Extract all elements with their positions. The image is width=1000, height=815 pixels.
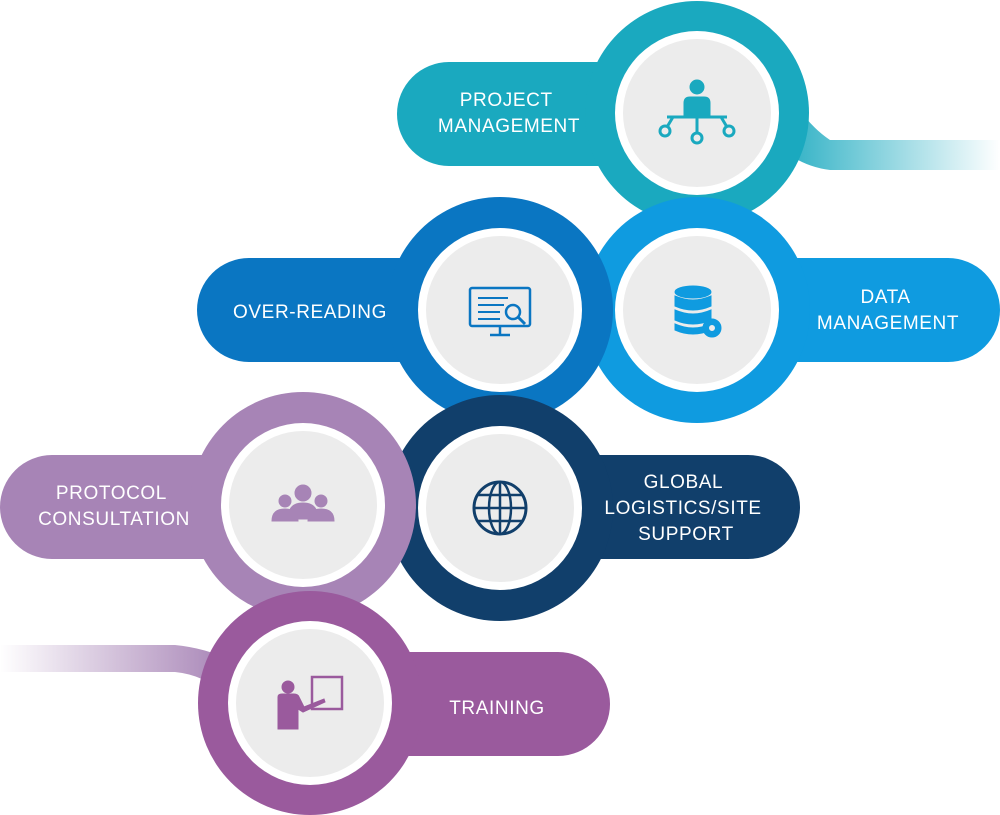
- monitor-search-icon: [468, 286, 532, 337]
- org-person-icon: [658, 79, 736, 145]
- project-tail: [765, 75, 1000, 170]
- project-label: PROJECT MANAGEMENT: [438, 90, 580, 137]
- database-gear-icon: [674, 285, 722, 338]
- over-reading-label: OVER-READING: [233, 302, 387, 323]
- labels: PROJECT MANAGEMENT DATA MANAGEMENT OVER-…: [38, 90, 959, 719]
- presenter-board-icon: [277, 675, 344, 730]
- people-group-icon: [271, 484, 335, 522]
- training-tail: [0, 645, 230, 695]
- training-label: TRAINING: [449, 698, 545, 719]
- globe-icon: [472, 480, 528, 536]
- global-label: GLOBAL LOGISTICS/SITE SUPPORT: [604, 472, 767, 545]
- data-label: DATA MANAGEMENT: [817, 287, 959, 334]
- protocol-label: PROTOCOL CONSULTATION: [38, 483, 190, 530]
